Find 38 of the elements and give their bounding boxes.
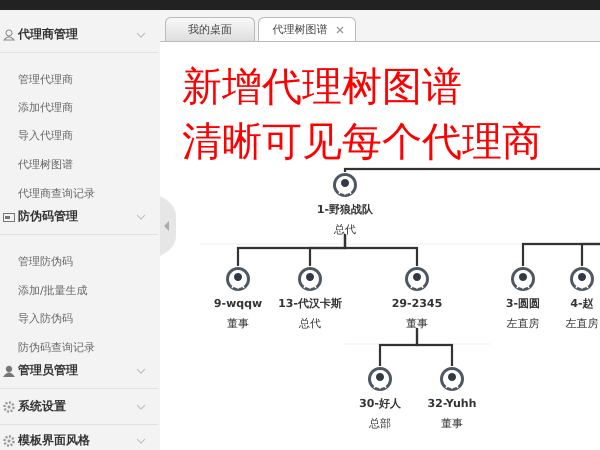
menu-header-text: 防伪码管理 <box>18 208 78 225</box>
menu-item: 添加代理商 <box>18 100 73 115</box>
menu-item: 导入代理商 <box>18 128 73 143</box>
headline-text: 新增代理树图谱 <box>182 64 462 110</box>
agent-role: 左直房 <box>506 316 540 332</box>
menu-header-text: 系统设置 <box>18 398 66 415</box>
menu-item: 导入防伪码 <box>18 311 73 326</box>
agent-name: 13-代汉卡斯 <box>278 296 342 312</box>
connector-line <box>580 242 600 266</box>
agent-name: 1-野狼战队 <box>316 202 374 218</box>
agent-name: 3-圆圆 <box>506 296 540 312</box>
menu-item: 添加/批量生成 <box>18 283 88 298</box>
agent-name: 32-Yuhh <box>428 396 476 412</box>
menu-header-text: 模板界面风格 <box>18 432 90 449</box>
agent-role: 总代 <box>299 316 321 332</box>
menu-item: 管理代理商 <box>18 72 73 87</box>
menu-item: 代理树图谱 <box>18 157 73 172</box>
agent-role: 董事 <box>441 416 463 432</box>
agent-name: 29-2345 <box>392 296 442 312</box>
agent-role: 董事 <box>227 316 249 332</box>
connector-line <box>344 168 600 172</box>
menu-item: 代理商查询记录 <box>18 186 95 201</box>
agent-role: 董事 <box>406 316 428 332</box>
headline-text: 清晰可见每个代理商 <box>182 119 542 165</box>
connector-line <box>344 234 418 266</box>
connector-line <box>416 328 454 366</box>
tab: 代理树图谱 <box>258 17 356 41</box>
agent-role: 左直房 <box>566 316 598 332</box>
menu-item: 防伪码查询记录 <box>18 340 95 355</box>
agent-name: 9-wqqw <box>214 296 262 312</box>
agent-name: 30-好人 <box>359 396 401 412</box>
tab: 我的桌面 <box>165 17 255 41</box>
menu-header-text: 管理员管理 <box>18 362 78 379</box>
menu-header-text: 代理商管理 <box>18 26 78 43</box>
menu-item: 管理防伪码 <box>18 254 73 269</box>
agent-name: 4-赵 <box>570 296 594 312</box>
agent-role: 总代 <box>334 222 356 238</box>
agent-role: 总部 <box>369 416 391 432</box>
